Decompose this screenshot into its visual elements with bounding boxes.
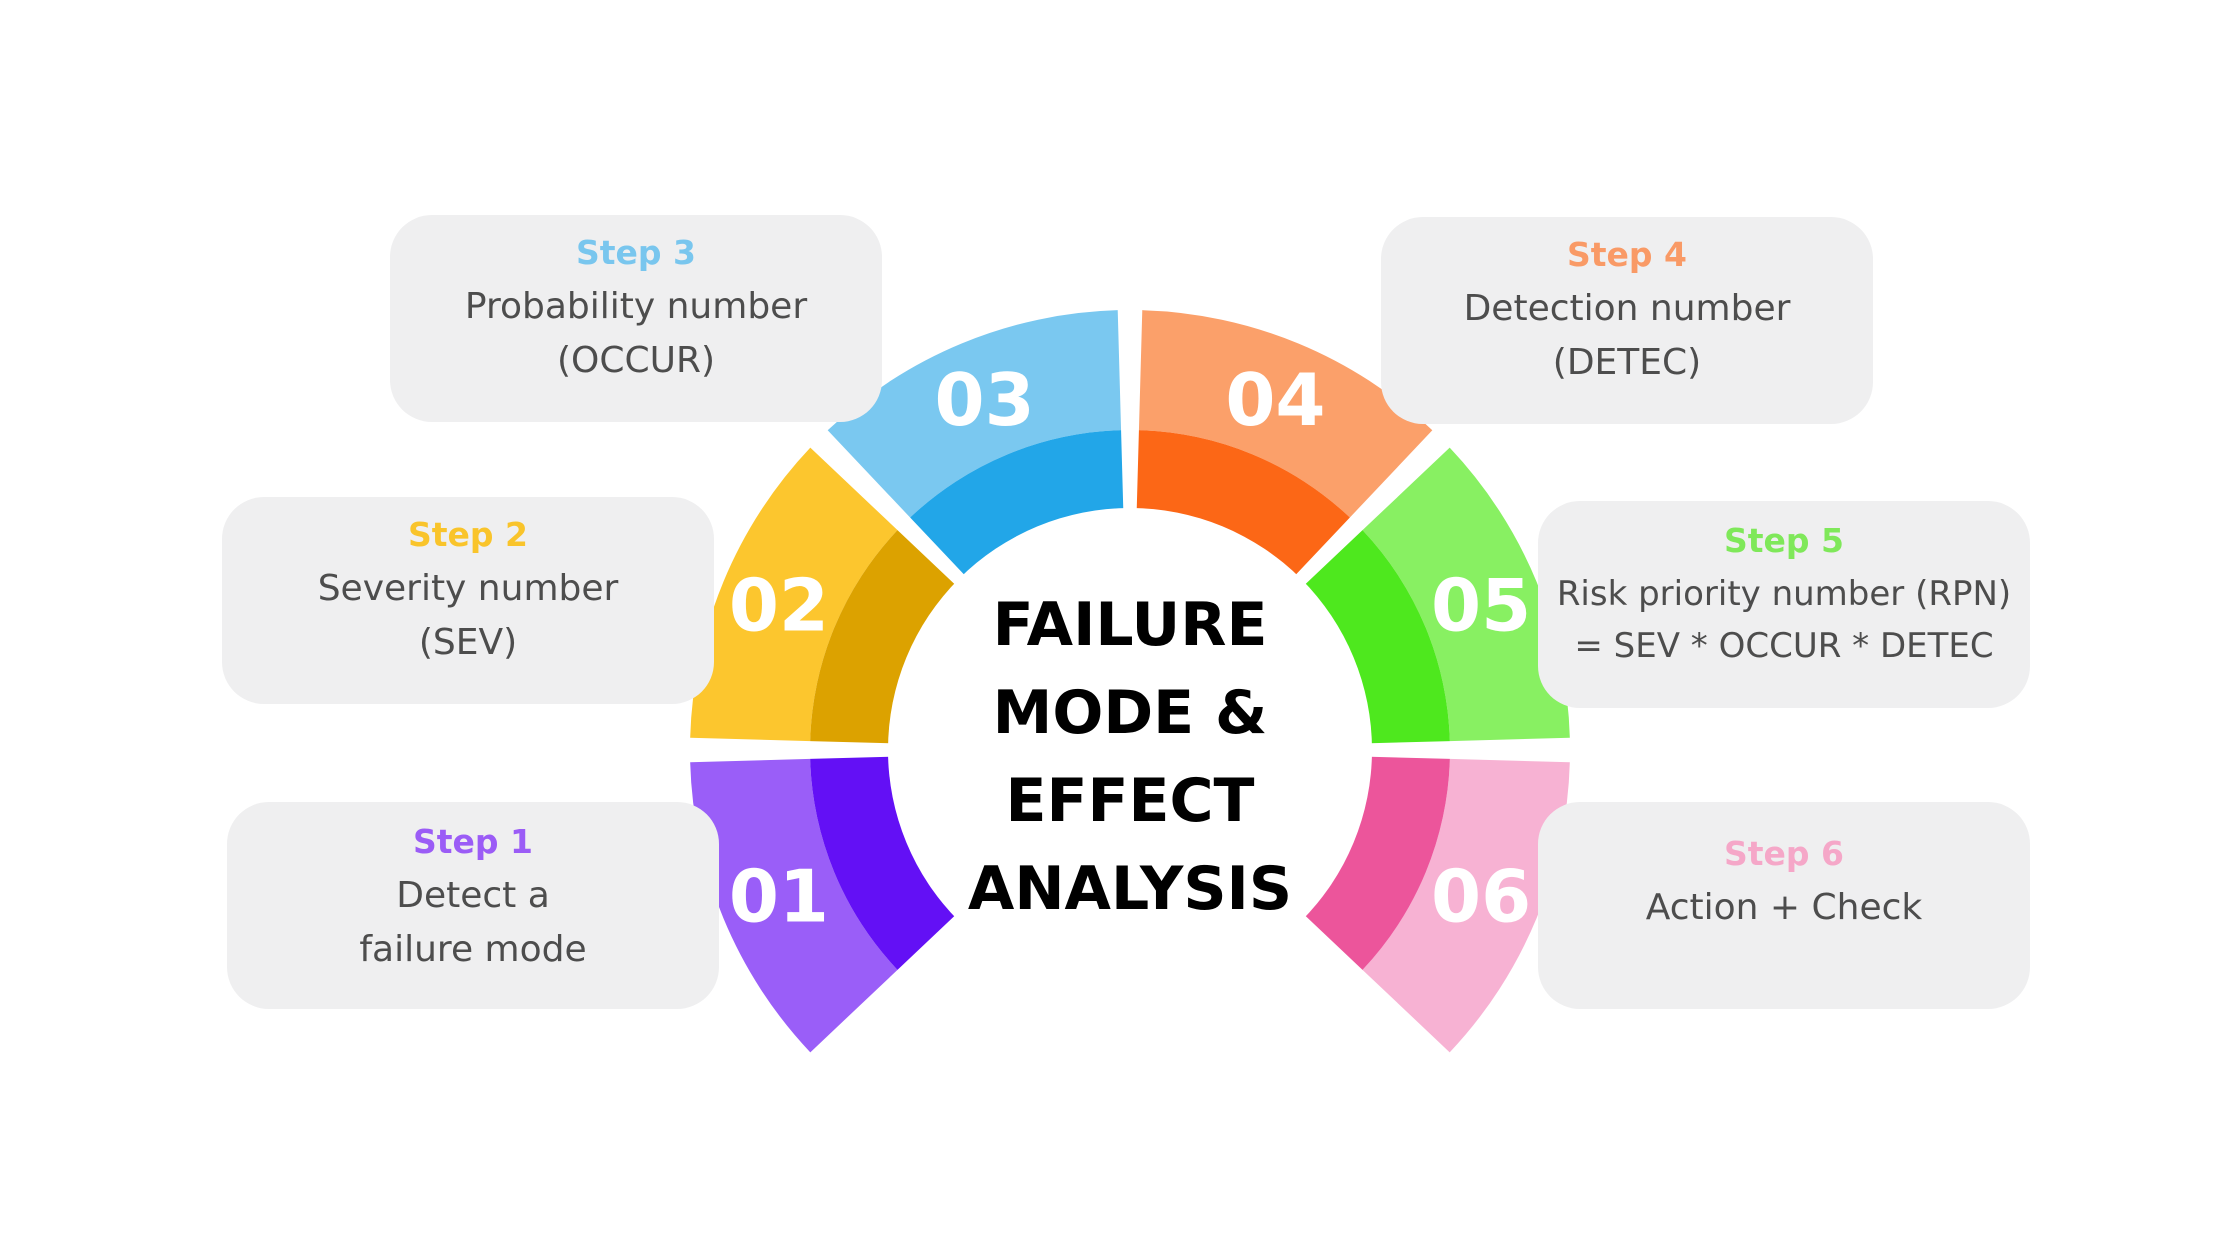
segment-04-number: 04	[1225, 358, 1325, 442]
step-3-desc-line-1: Probability number	[464, 286, 808, 327]
segment-06: 06	[1304, 756, 1570, 1053]
segment-03-outer	[827, 310, 1122, 518]
step-4-card: Step 4 Detection number (DETEC)	[1381, 217, 1873, 424]
step-1-label: Step 1	[413, 822, 533, 861]
center-title-line-2: MODE &	[993, 678, 1268, 748]
step-6-label: Step 6	[1724, 834, 1844, 873]
segment-06-inner	[1304, 756, 1450, 970]
center-title-line-3: EFFECT	[1006, 766, 1255, 836]
step-2-card: Step 2 Severity number (SEV)	[222, 497, 714, 704]
step-5-desc-line-1: Risk priority number (RPN)	[1556, 574, 2012, 614]
segment-03: 03	[827, 310, 1124, 576]
segment-01: 01	[690, 756, 956, 1053]
step-1-card: Step 1 Detect a failure mode	[227, 802, 719, 1009]
segment-02-outer	[690, 447, 898, 742]
segment-04-inner	[1136, 430, 1350, 576]
step-3-desc-line-2: (OCCUR)	[556, 340, 716, 381]
step-3-label: Step 3	[576, 233, 696, 272]
segment-02-inner	[810, 530, 956, 744]
segment-06-number: 06	[1431, 854, 1531, 938]
segment-04: 04	[1136, 310, 1433, 576]
center-title-line-4: ANALYSIS	[968, 854, 1292, 924]
step-5-card: Step 5 Risk priority number (RPN) = SEV …	[1538, 501, 2030, 708]
step-5-desc-line-2: = SEV * OCCUR * DETEC	[1574, 626, 1994, 666]
step-5-label: Step 5	[1724, 521, 1844, 560]
wheel-segments: 01 02 03 04 05 06	[690, 310, 1570, 1053]
step-1-desc-line-2: failure mode	[359, 929, 587, 970]
segment-01-outer	[690, 758, 898, 1053]
step-2-desc-line-1: Severity number	[317, 568, 619, 609]
step-2-label: Step 2	[408, 515, 528, 554]
step-6-desc-line-1: Action + Check	[1645, 887, 1923, 928]
segment-03-number: 03	[934, 358, 1034, 442]
segment-04-outer	[1138, 310, 1433, 518]
segment-03-inner	[910, 430, 1124, 576]
center-circle	[888, 508, 1372, 992]
segment-02: 02	[690, 447, 956, 744]
segment-06-outer	[1362, 758, 1570, 1053]
step-6-card: Step 6 Action + Check	[1538, 802, 2030, 1009]
step-2-desc-line-2: (SEV)	[418, 622, 518, 663]
segment-01-inner	[810, 756, 956, 970]
step-4-desc-line-1: Detection number	[1463, 288, 1791, 329]
segment-05-inner	[1304, 530, 1450, 744]
segment-05: 05	[1304, 447, 1570, 744]
segment-05-number: 05	[1431, 564, 1531, 648]
segment-01-number: 01	[729, 854, 829, 938]
step-4-label: Step 4	[1567, 235, 1687, 274]
segment-02-number: 02	[729, 564, 829, 648]
step-3-card: Step 3 Probability number (OCCUR)	[390, 215, 882, 422]
step-1-desc-line-1: Detect a	[396, 875, 550, 916]
segment-05-outer	[1362, 447, 1570, 742]
step-4-desc-line-2: (DETEC)	[1552, 342, 1702, 383]
center-title-line-1: FAILURE	[993, 590, 1268, 660]
